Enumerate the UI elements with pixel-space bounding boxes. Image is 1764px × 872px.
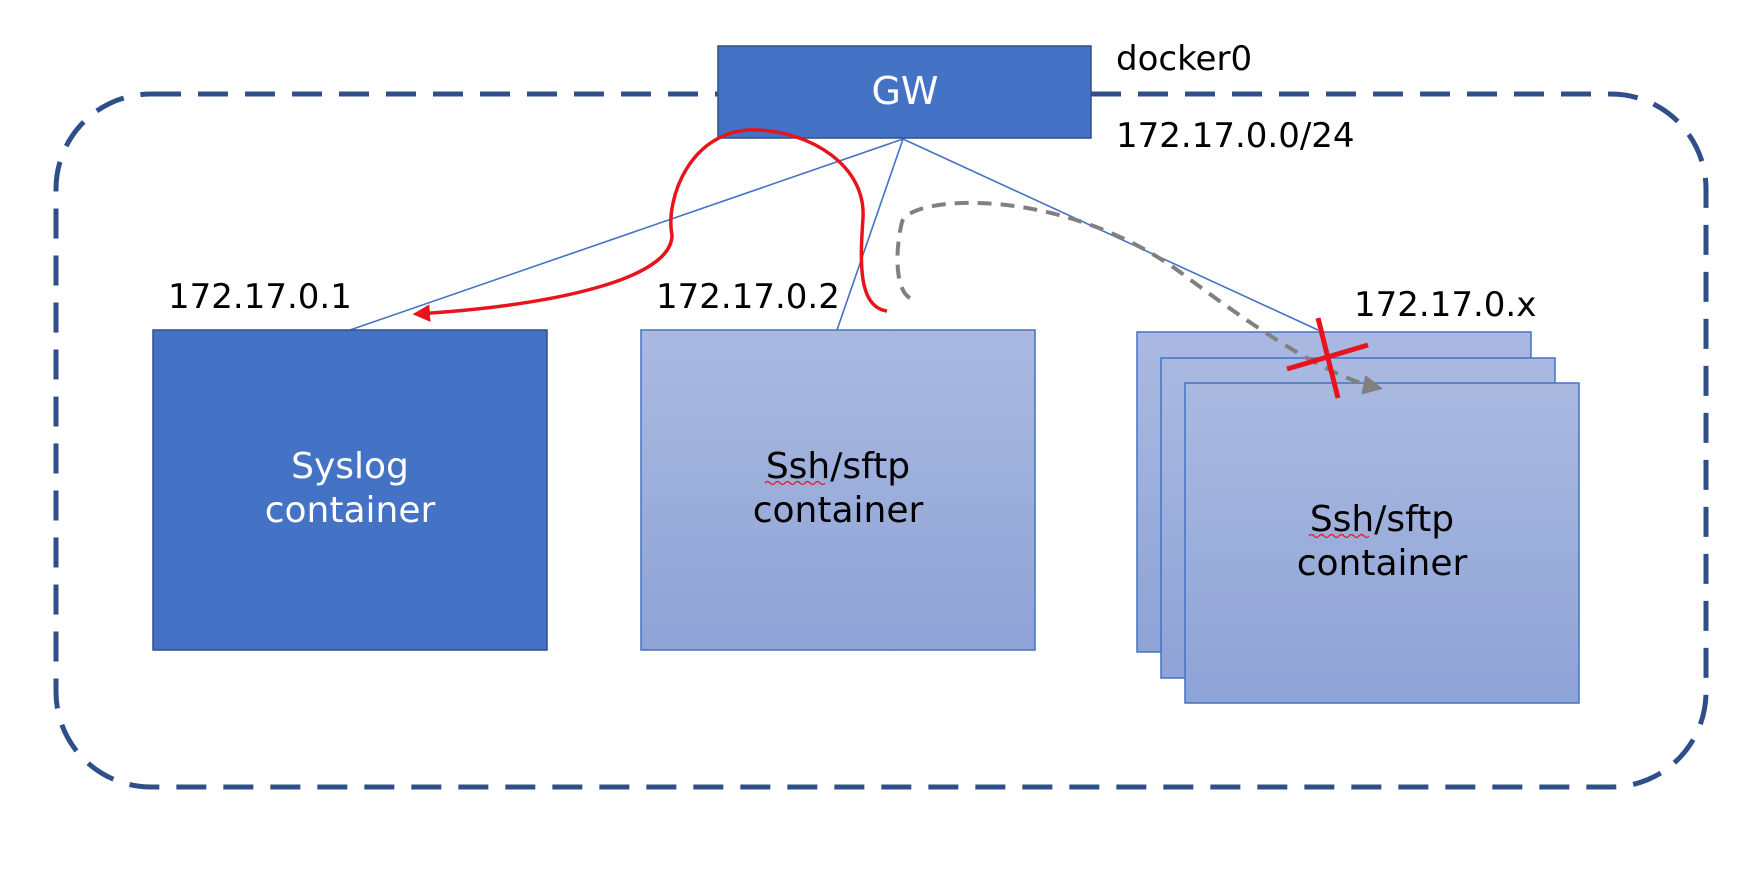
syslog-container-subtitle: container [265, 490, 436, 531]
ssh-x-ip-label: 172.17.0.x [1354, 285, 1536, 325]
ssh-container-node: Ssh/sftp container [640, 329, 1036, 651]
spellcheck-underline [764, 480, 826, 486]
ssh-x-container-title: Ssh/sftp [1310, 499, 1454, 540]
subnet-label: 172.17.0.0/24 [1116, 116, 1355, 156]
ssh-container-stack: Ssh/sftp container [1136, 331, 1580, 704]
blocked-path-arrow [895, 200, 1383, 395]
ssh-ip-label: 172.17.0.2 [656, 277, 840, 317]
gateway-box [717, 45, 1092, 139]
syslog-container-box [152, 329, 548, 651]
syslog-container-title: Syslog [291, 446, 409, 487]
connector-to-ssh [836, 138, 904, 331]
ssh-container-box [640, 329, 1036, 651]
connector-to-ssh-x [902, 138, 1319, 331]
gateway-node: GW [717, 45, 1092, 139]
ssh-stack-front [1184, 382, 1580, 704]
allowed-path-arrow [412, 128, 888, 322]
spellcheck-underline-x [1308, 533, 1370, 539]
ssh-container-subtitle: container [753, 490, 924, 531]
syslog-container-node: Syslog container [152, 329, 548, 651]
connector-to-syslog [349, 138, 904, 331]
blocked-cross-icon [1286, 317, 1369, 399]
syslog-ip-label: 172.17.0.1 [168, 277, 352, 317]
ssh-container-title: Ssh/sftp [766, 446, 910, 487]
gateway-connectors [349, 138, 1319, 331]
ssh-x-container-subtitle: container [1297, 543, 1468, 584]
gateway-label: GW [871, 69, 938, 113]
bridge-name-label: docker0 [1116, 39, 1252, 79]
